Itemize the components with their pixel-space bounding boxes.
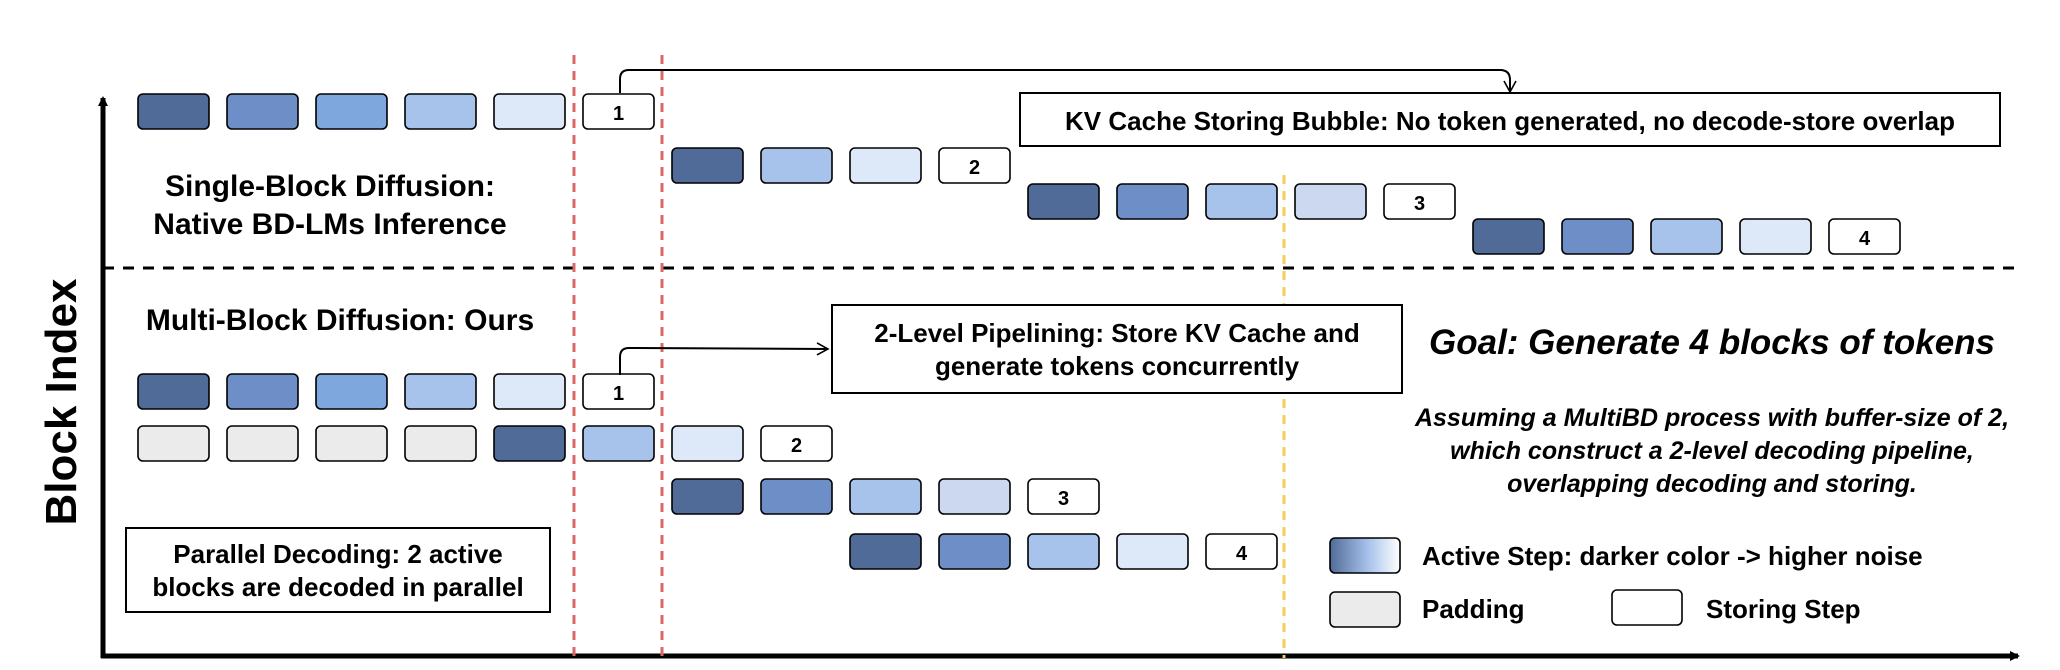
- active-step: [315, 93, 388, 130]
- active-step: [938, 478, 1011, 515]
- storing-step: [1383, 183, 1456, 220]
- goal-line1: Assuming a MultiBD process with buffer-s…: [1414, 404, 2009, 432]
- single-row-1: 1: [137, 93, 655, 130]
- legend-active-swatch: [1329, 537, 1401, 574]
- storing-step-label: 1: [613, 103, 624, 125]
- parallel-decoding-callout-line1: Parallel Decoding: 2 active: [173, 539, 502, 569]
- active-step: [938, 533, 1011, 570]
- active-step: [1027, 533, 1100, 570]
- kv-bubble-arrow: [619, 69, 1517, 94]
- active-step: [493, 425, 566, 462]
- active-step: [493, 93, 566, 130]
- active-step: [226, 373, 299, 410]
- padding-step: [315, 425, 388, 462]
- goal-line2: which construct a 2-level decoding pipel…: [1450, 437, 1974, 465]
- storing-step: [582, 93, 655, 130]
- pipelining-arrow: [619, 342, 830, 375]
- active-step: [315, 373, 388, 410]
- pipelining-callout-line2: generate tokens concurrently: [935, 351, 1300, 381]
- y-axis-label: Block Index: [37, 278, 86, 525]
- active-step: [760, 147, 833, 184]
- active-step: [1650, 218, 1723, 255]
- active-step: [137, 93, 210, 130]
- multi-row-1: 1: [137, 373, 655, 410]
- active-step: [1472, 218, 1545, 255]
- storing-step-label: 3: [1058, 488, 1069, 510]
- storing-step: [582, 373, 655, 410]
- active-step: [760, 478, 833, 515]
- active-step: [671, 478, 744, 515]
- active-step: [1205, 183, 1278, 220]
- storing-step-label: 2: [791, 435, 802, 457]
- active-step: [226, 93, 299, 130]
- legend-padding-swatch: [1329, 591, 1401, 628]
- active-step: [671, 147, 744, 184]
- storing-step-label: 3: [1414, 193, 1425, 215]
- parallel-decoding-callout-line2: blocks are decoded in parallel: [152, 572, 523, 602]
- active-step: [1116, 183, 1189, 220]
- kv-bubble-callout-text: KV Cache Storing Bubble: No token genera…: [1065, 106, 1955, 136]
- active-step: [1116, 533, 1189, 570]
- multi-row-3: 3: [671, 478, 1100, 515]
- kv-bubble-callout-box: [1019, 92, 2001, 147]
- active-step: [1739, 218, 1812, 255]
- legend-padding-label: Padding: [1422, 594, 1525, 624]
- storing-step: [1828, 218, 1901, 255]
- active-step: [849, 147, 922, 184]
- storing-step: [1205, 533, 1278, 570]
- goal-title: Goal: Generate 4 blocks of tokens: [1429, 323, 1995, 362]
- storing-step-label: 2: [969, 157, 980, 179]
- storing-step: [760, 425, 833, 462]
- legend-storing-label: Storing Step: [1706, 594, 1861, 624]
- active-step: [137, 373, 210, 410]
- active-step: [849, 533, 922, 570]
- active-step: [849, 478, 922, 515]
- pipelining-callout-line1: 2-Level Pipelining: Store KV Cache and: [874, 318, 1359, 348]
- single-block-title-line1: Single-Block Diffusion:: [165, 170, 495, 203]
- multi-row-4: 4: [849, 533, 1278, 570]
- active-step: [1027, 183, 1100, 220]
- active-step: [671, 425, 744, 462]
- single-block-title-line2: Native BD-LMs Inference: [153, 208, 506, 241]
- single-row-2: 2: [671, 147, 1011, 184]
- storing-step-label: 4: [1236, 543, 1248, 565]
- storing-step: [1027, 478, 1100, 515]
- active-step: [404, 373, 477, 410]
- pipelining-callout-box: [831, 304, 1403, 394]
- multi-block-title: Multi-Block Diffusion: Ours: [146, 304, 534, 337]
- legend-active-label: Active Step: darker color -> higher nois…: [1422, 541, 1923, 571]
- storing-step: [938, 147, 1011, 184]
- storing-step-label: 4: [1859, 228, 1871, 250]
- active-step: [1294, 183, 1367, 220]
- single-row-3: 3: [1027, 183, 1456, 220]
- active-step: [404, 93, 477, 130]
- step-blocks: 1 2 3 4 1 2 3 4: [137, 93, 1901, 570]
- parallel-decoding-callout-box: [125, 527, 551, 613]
- active-step: [1561, 218, 1634, 255]
- padding-step: [404, 425, 477, 462]
- padding-step: [137, 425, 210, 462]
- padding-step: [226, 425, 299, 462]
- storing-step-label: 1: [613, 383, 624, 405]
- active-step: [582, 425, 655, 462]
- single-row-4: 4: [1472, 218, 1901, 255]
- legend-storing-swatch: [1611, 589, 1683, 626]
- goal-line3: overlapping decoding and storing.: [1507, 470, 1917, 498]
- active-step: [493, 373, 566, 410]
- multi-row-2: 2: [137, 425, 833, 462]
